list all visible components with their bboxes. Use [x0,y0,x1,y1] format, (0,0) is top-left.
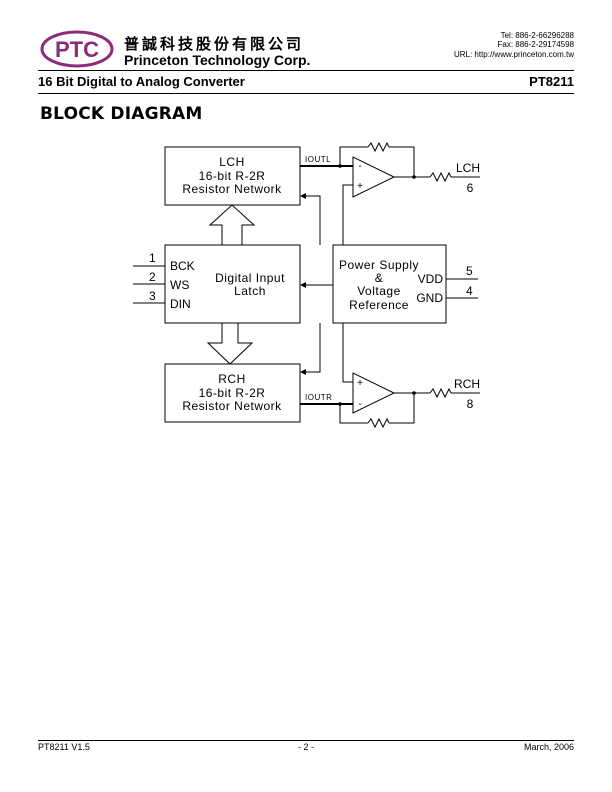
input-pin-1: 1 [149,251,156,265]
rch-opamp [352,372,396,414]
input-name-ws: WS [170,278,189,292]
power-name-vdd: VDD [418,272,444,286]
input-pin-2: 2 [149,270,156,284]
lch-opamp-plus: + [357,181,363,192]
power-block-line-1: Power Supply [339,258,419,272]
lch-output-name: LCH [456,161,480,175]
power-to-rch-arrow [300,323,321,375]
power-block-line-3: Voltage [357,284,401,298]
input-name-bck: BCK [170,259,195,273]
power-block-line-4: Reference [349,298,409,312]
rch-output-name: RCH [454,377,480,391]
power-pin-5: 5 [466,264,473,278]
rch-block-line-1: RCH [218,372,246,386]
lch-block-line-2: 16-bit R-2R [199,169,266,183]
company-name-chinese: 普誠科技股份有限公司 [124,35,305,53]
contact-tel: Tel: 886-2-66296288 [500,31,574,40]
company-name-english: Princeton Technology Corp. [124,52,311,68]
latch-to-rch-arrow [206,323,254,365]
lch-block-line-3: Resistor Network [182,182,282,196]
footer-divider [38,740,574,741]
power-block-line-2: & [375,271,384,285]
latch-block-line-1: Digital Input [215,271,285,285]
power-supply-block [332,244,447,324]
rch-resistor-network-block [164,363,301,423]
footer-version: PT8211 V1.5 [38,742,90,752]
footer-page-number: - 2 - [297,742,314,752]
latch-to-lch-arrow [208,204,256,245]
title-divider [38,93,574,94]
logo-text: PTC [55,37,99,62]
footer-date: March, 2006 [523,742,574,752]
document-title: 16 Bit Digital to Analog Converter [38,74,245,89]
section-heading: BLOCK DIAGRAM [40,104,203,124]
lch-block-line-1: LCH [219,155,245,169]
iout-l-label: IOUTL [305,155,331,164]
power-name-gnd: GND [416,291,443,305]
input-pin-3: 3 [149,289,156,303]
input-name-din: DIN [170,297,191,311]
rch-block-line-2: 16-bit R-2R [199,386,266,400]
rch-opamp-minus: - [358,399,361,410]
contact-fax: Fax: 886-2-29174598 [497,40,575,49]
part-number: PT8211 [529,74,574,89]
power-to-lch-arrow [300,193,321,245]
power-pin-4: 4 [466,284,473,298]
rch-output-pin: 8 [467,397,474,411]
lch-opamp [352,156,396,198]
header-divider [38,70,574,71]
rch-opamp-plus: + [357,378,363,389]
lch-opamp-minus: - [358,161,361,172]
rch-block-line-3: Resistor Network [182,399,282,413]
latch-block-line-2: Latch [234,284,266,298]
ptc-logo: PTC [40,30,114,68]
contact-url: URL: http://www.princeton.com.tw [453,50,574,59]
iout-r-label: IOUTR [305,393,332,402]
lch-output-pin: 6 [467,181,474,195]
